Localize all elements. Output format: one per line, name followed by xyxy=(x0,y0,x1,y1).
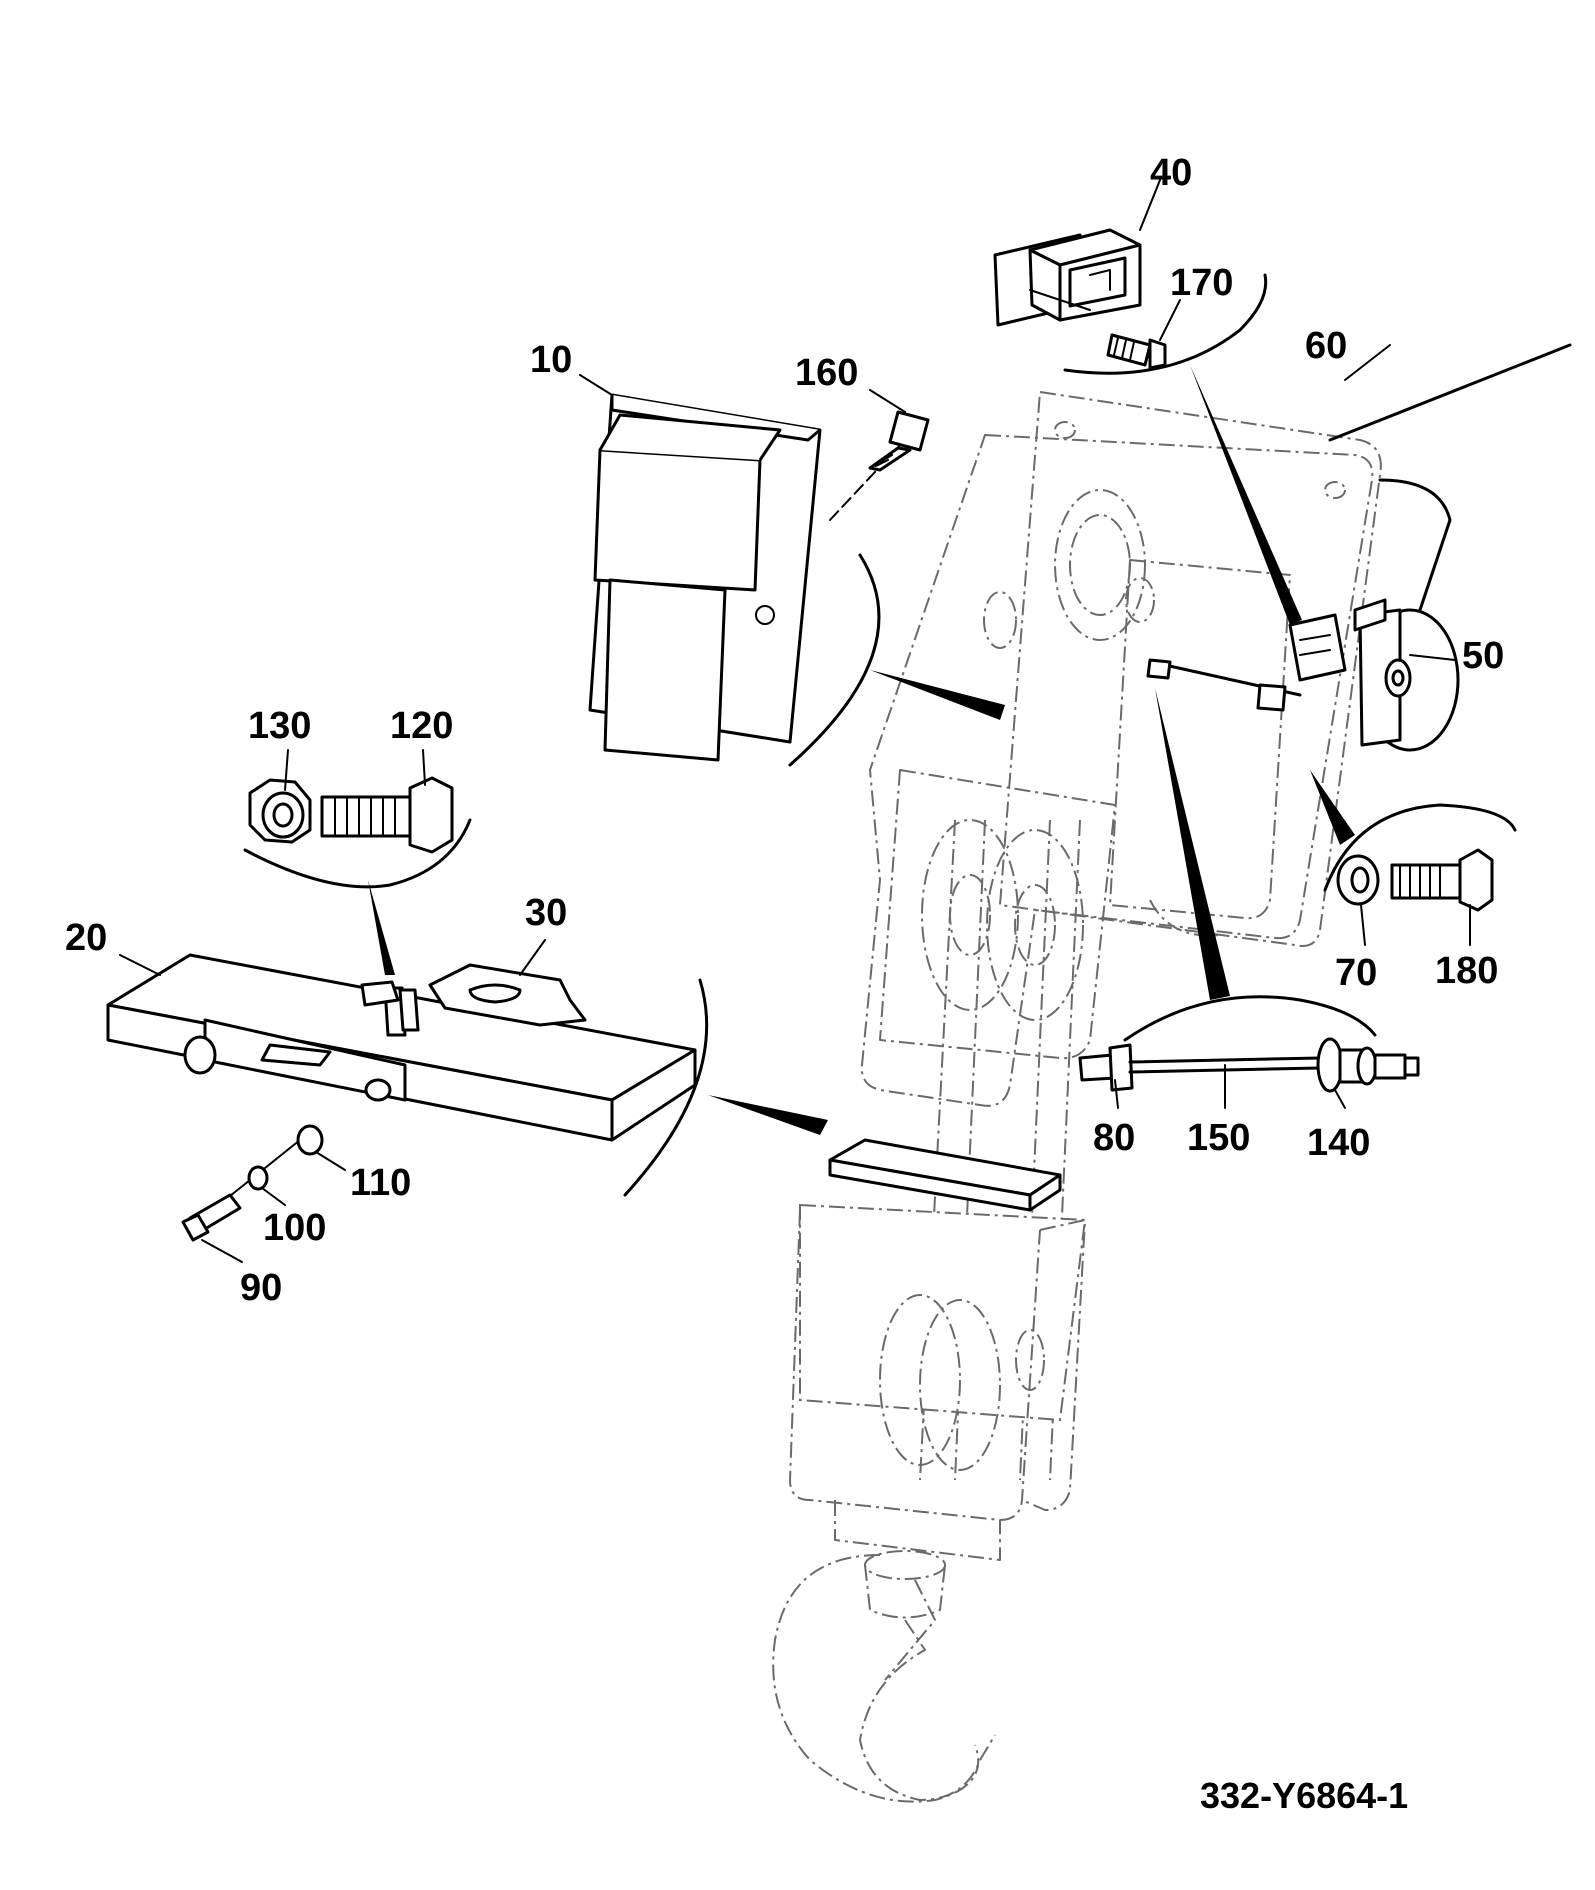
callout-50: 50 xyxy=(1462,635,1504,677)
detail-arc-40 xyxy=(1063,273,1268,375)
callout-110: 110 xyxy=(350,1162,411,1204)
nut-part-130 xyxy=(248,778,312,844)
wire-part-60 xyxy=(1328,343,1572,442)
callout-100: 100 xyxy=(263,1207,326,1249)
callout-160: 160 xyxy=(795,352,858,394)
callout-130: 130 xyxy=(248,705,311,747)
detail-arc-120-130 xyxy=(243,818,472,889)
callout-150: 150 xyxy=(1187,1117,1250,1159)
pin-plate-part-20 xyxy=(106,953,697,1142)
rod-part-150 xyxy=(1078,1043,1322,1092)
phantom-block-assembly xyxy=(772,391,1382,1803)
detail-pointer-10 xyxy=(870,670,1005,720)
detail-pointer-20 xyxy=(708,1095,828,1135)
figure-id: 332-Y6864-1 xyxy=(1200,1775,1408,1816)
callout-70: 70 xyxy=(1335,952,1377,994)
callout-40: 40 xyxy=(1150,152,1192,194)
detail-pointer-120-130 xyxy=(368,880,395,975)
callout-80: 80 xyxy=(1093,1117,1135,1159)
bolt-part-90 xyxy=(181,1193,242,1242)
detail-pointer-80-150-140 xyxy=(1155,688,1230,1000)
bolt-part-170 xyxy=(1106,333,1167,370)
bracket-part-30 xyxy=(360,963,587,1037)
load-cell-housing-part xyxy=(588,393,822,762)
bolt-part-180 xyxy=(1390,848,1494,912)
callout-30: 30 xyxy=(525,892,567,934)
callout-170: 170 xyxy=(1170,262,1233,304)
callout-90: 90 xyxy=(240,1267,282,1309)
detail-arc-20 xyxy=(623,978,709,1197)
detail-arc-80-150-140 xyxy=(1123,995,1377,1042)
bracket-part-40 xyxy=(993,228,1142,327)
callout-labels: 10 20 30 40 50 60 70 80 90 100 110 120 1… xyxy=(65,152,1504,1309)
detail-arc-70-180 xyxy=(1323,803,1517,892)
callout-120: 120 xyxy=(390,705,453,747)
detail-pointer-70-180 xyxy=(1310,770,1355,845)
washer-part-110 xyxy=(296,1124,324,1156)
callout-20: 20 xyxy=(65,917,107,959)
callout-180: 180 xyxy=(1435,950,1498,992)
callout-10: 10 xyxy=(530,339,572,381)
pin-plate-assembled xyxy=(828,1138,1062,1212)
callout-60: 60 xyxy=(1305,325,1347,367)
screw-part-160 xyxy=(868,410,930,472)
collar-assembled xyxy=(1256,683,1287,712)
bolt-part-120 xyxy=(320,776,454,854)
detail-arc-10 xyxy=(788,553,881,767)
washer-part-70 xyxy=(1336,854,1380,906)
callout-140: 140 xyxy=(1307,1122,1370,1164)
nut-assembled xyxy=(1146,658,1172,680)
cable-reel-part-50 xyxy=(1288,598,1460,752)
wire-routing-60 xyxy=(1378,478,1452,612)
collar-part-140 xyxy=(1316,1037,1420,1093)
detail-pointer-40 xyxy=(1190,365,1302,625)
washer-part-100 xyxy=(247,1165,269,1191)
leader-lines xyxy=(119,179,1471,1263)
